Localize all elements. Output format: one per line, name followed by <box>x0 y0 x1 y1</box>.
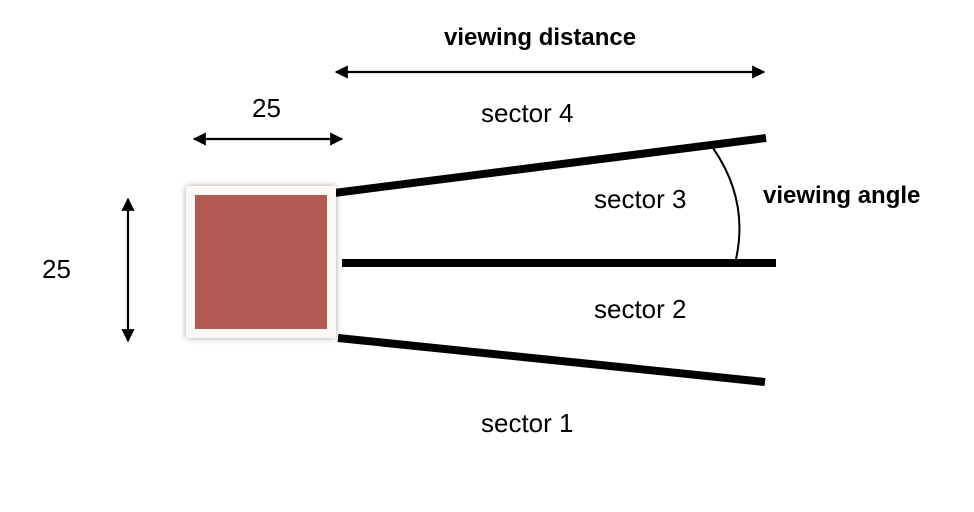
sector-boundary-lower <box>337 334 766 386</box>
agent-square <box>186 186 336 338</box>
height-value-label: 25 <box>42 254 71 284</box>
viewing-angle-label: viewing angle <box>763 182 921 209</box>
sector-3-label: sector 3 <box>594 184 687 214</box>
agent-square-fill <box>195 195 327 329</box>
viewing-distance-label: viewing distance <box>444 24 637 51</box>
width-value-label: 25 <box>252 93 281 123</box>
sector-4-label: sector 4 <box>481 98 574 128</box>
sector-boundary-upper <box>333 134 767 197</box>
sector-1-label: sector 1 <box>481 408 574 438</box>
viewing-angle-arc <box>712 147 741 260</box>
sector-2-label: sector 2 <box>594 294 687 324</box>
